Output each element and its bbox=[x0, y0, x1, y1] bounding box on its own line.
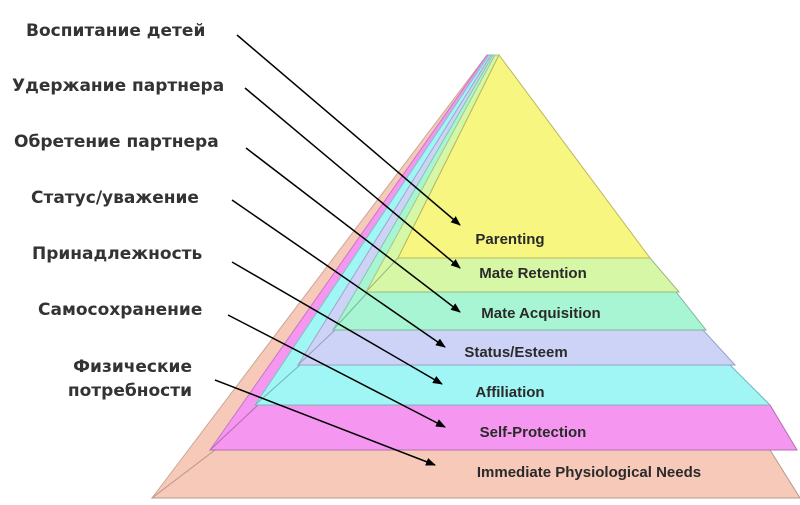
ru-label-mate-acquisition: Обретение партнера bbox=[14, 132, 219, 152]
label-parenting: Parenting bbox=[475, 231, 544, 248]
arrow-mate-retention bbox=[244, 87, 461, 269]
arrow-affiliation bbox=[231, 261, 443, 385]
ru-label-parenting: Воспитание детей bbox=[26, 21, 206, 41]
arrow-status-esteem bbox=[231, 199, 446, 348]
ru-label-status-esteem: Статус/уважение bbox=[31, 188, 199, 208]
ru-label-mate-retention: Удержание партнера bbox=[12, 76, 225, 96]
arrow-immediate-physiological-needs bbox=[214, 379, 436, 466]
label-immediate-physiological-needs: Immediate Physiological Needs bbox=[477, 464, 701, 481]
ru-label-immediate-physiological-needs: Физические потребности bbox=[67, 357, 192, 401]
band-parenting bbox=[397, 54, 651, 259]
label-self-protection: Self-Protection bbox=[480, 424, 587, 441]
label-status-esteem: Status/Esteem bbox=[464, 344, 567, 361]
label-mate-acquisition: Mate Acquisition bbox=[481, 305, 600, 322]
arrow-self-protection bbox=[227, 314, 446, 428]
arrow-parenting bbox=[236, 34, 461, 226]
ru-label-self-protection: Самосохранение bbox=[38, 300, 203, 320]
label-affiliation: Affiliation bbox=[475, 384, 544, 401]
arrow-mate-acquisition bbox=[245, 147, 461, 313]
ru-label-affiliation: Принадлежность bbox=[32, 244, 203, 264]
label-mate-retention: Mate Retention bbox=[479, 265, 587, 282]
